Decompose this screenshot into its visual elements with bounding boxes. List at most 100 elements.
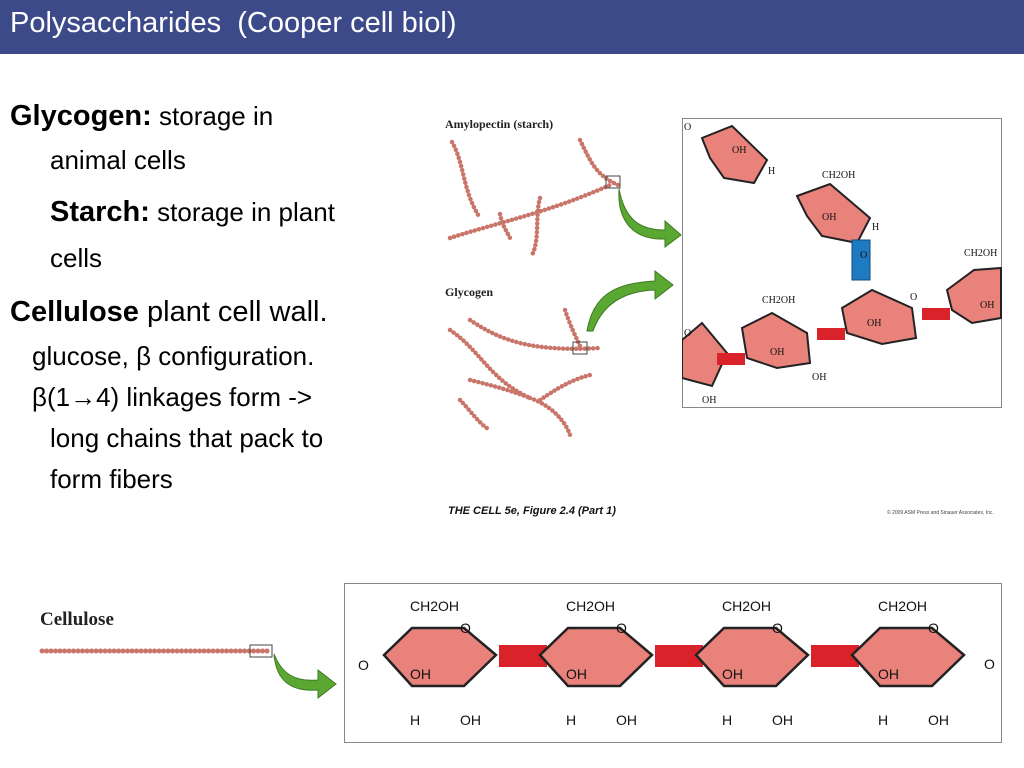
amylopectin-zoom-box xyxy=(605,175,621,189)
svg-text:CH2OH: CH2OH xyxy=(410,598,459,614)
alpha-linkage-red xyxy=(717,353,745,365)
glycogen-desc: storage in xyxy=(151,101,274,131)
arrow-glycogen-icon xyxy=(586,269,674,332)
sub-bullet-linkage-cont2: form fibers xyxy=(50,464,173,494)
amylopectin-main-strand xyxy=(447,182,613,241)
arrow-cellulose xyxy=(273,653,337,700)
svg-text:H: H xyxy=(410,712,420,728)
alpha-linkage-red xyxy=(922,308,950,320)
svg-text:O: O xyxy=(772,620,783,636)
svg-text:CH2OH: CH2OH xyxy=(566,598,615,614)
figure-copyright: © 2009 ASM Press and Sinauer Associates,… xyxy=(887,510,994,516)
amylopectin-beads xyxy=(447,137,621,258)
svg-text:OH: OH xyxy=(770,347,784,358)
svg-text:CH2OH: CH2OH xyxy=(762,295,795,306)
cellulose-zoom-box xyxy=(249,644,273,658)
glycogen-branch xyxy=(447,327,533,401)
glycogen-branch xyxy=(537,372,593,403)
svg-text:OH: OH xyxy=(732,145,746,156)
starch-desc: storage in plant xyxy=(149,197,335,227)
svg-text:CH2OH: CH2OH xyxy=(878,598,927,614)
svg-text:OH: OH xyxy=(566,666,587,682)
beta-linkages xyxy=(499,645,859,667)
svg-text:H: H xyxy=(768,166,775,177)
glycogen-term: Glycogen: xyxy=(10,100,152,132)
svg-text:O: O xyxy=(984,656,995,672)
svg-text:OH: OH xyxy=(460,712,481,728)
svg-text:O: O xyxy=(460,620,471,636)
svg-text:O: O xyxy=(860,250,867,261)
atom-labels: O OH H CH2OH OH H O O CH2OH OH OH O CH2OH OH OH OH xyxy=(684,122,997,406)
glycogen-zoom-box xyxy=(572,341,588,355)
cellulose-molecule-diagram: CH2OH CH2OH CH2OH CH2OH O O O O O O OH OH OH OH H H… xyxy=(344,583,1002,743)
svg-text:OH: OH xyxy=(410,666,431,682)
amylopectin-label: Amylopectin (starch) xyxy=(445,117,554,131)
amylopectin-branch xyxy=(577,137,621,188)
starch-term: Starch: xyxy=(50,196,150,228)
svg-text:OH: OH xyxy=(812,372,826,383)
glucose-ring xyxy=(945,266,1002,325)
alpha-linkage-blue xyxy=(851,239,871,281)
amylopectin-branch xyxy=(529,195,543,258)
svg-text:CH2OH: CH2OH xyxy=(822,170,855,181)
svg-text:O: O xyxy=(684,122,691,133)
svg-text:H: H xyxy=(872,222,879,233)
glycogen-branch xyxy=(562,307,583,349)
svg-text:CH2OH: CH2OH xyxy=(964,248,997,259)
arrow-amylopectin-icon xyxy=(618,188,682,248)
glucose-ring xyxy=(850,626,966,688)
cellulose-line: Cellulose plant cell wall. xyxy=(10,296,328,329)
svg-text:OH: OH xyxy=(722,666,743,682)
glycogen-branch xyxy=(467,377,533,401)
cellulose-figure-label: Cellulose xyxy=(40,609,114,630)
glycogen-branch xyxy=(527,395,573,438)
glycogen-chain-diagram xyxy=(447,307,603,438)
svg-text:O: O xyxy=(616,620,627,636)
glucose-ring xyxy=(694,626,810,688)
svg-text:O: O xyxy=(928,620,939,636)
glucose-ring xyxy=(382,626,498,688)
glucose-ring xyxy=(700,124,769,185)
svg-text:OH: OH xyxy=(980,300,994,311)
glycogen-label: Glycogen xyxy=(445,285,493,299)
svg-text:H: H xyxy=(566,712,576,728)
amylopectin-branch xyxy=(449,139,483,221)
svg-text:H: H xyxy=(878,712,888,728)
svg-text:O: O xyxy=(684,328,691,339)
glycogen-main-strand xyxy=(467,317,603,351)
glycogen-line: Glycogen: storage in xyxy=(10,100,273,133)
sub-bullet-glucose: glucose, β configuration. xyxy=(32,341,315,371)
arrow-amylopectin xyxy=(618,188,682,248)
arrow-cellulose-icon xyxy=(273,653,337,700)
glucose-ring xyxy=(538,626,654,688)
svg-text:CH2OH: CH2OH xyxy=(722,598,771,614)
sub-bullet-linkage-cont1: long chains that pack to xyxy=(50,423,324,453)
svg-text:O: O xyxy=(910,292,917,303)
svg-text:OH: OH xyxy=(878,666,899,682)
glucose-ring xyxy=(740,311,812,370)
svg-text:H: H xyxy=(722,712,732,728)
cellulose-term: Cellulose xyxy=(10,296,139,328)
amylopectin-branch xyxy=(497,211,513,241)
svg-text:OH: OH xyxy=(616,712,637,728)
alpha-linkage-red xyxy=(817,328,845,340)
starch-molecule-diagram: O OH H CH2OH OH H O O CH2OH OH OH O CH2OH OH OH OH xyxy=(682,118,1002,408)
svg-text:OH: OH xyxy=(867,318,881,329)
slide-title: Polysaccharides (Cooper cell biol) xyxy=(0,0,1024,54)
svg-text:OH: OH xyxy=(702,395,716,406)
cellulose-chain-diagram xyxy=(39,644,273,658)
glucose-ring xyxy=(840,288,918,346)
amylopectin-chain-diagram xyxy=(447,137,621,258)
cellulose-rings xyxy=(382,626,966,688)
figure-caption: THE CELL 5e, Figure 2.4 (Part 1) xyxy=(448,505,616,517)
starch-desc-cont: cells xyxy=(50,243,103,273)
glycogen-branch xyxy=(457,397,493,433)
glycogen-desc-cont: animal cells xyxy=(50,145,186,175)
svg-text:O: O xyxy=(358,657,369,673)
cellulose-atom-labels: CH2OH CH2OH CH2OH CH2OH O O O O O O OH OH OH OH H H… xyxy=(358,598,995,728)
arrow-glycogen xyxy=(586,269,674,332)
cellulose-desc: plant cell wall. xyxy=(138,296,328,328)
svg-text:OH: OH xyxy=(822,212,836,223)
starch-line: Starch: storage in plant xyxy=(50,196,335,229)
glucose-ring xyxy=(682,321,729,388)
